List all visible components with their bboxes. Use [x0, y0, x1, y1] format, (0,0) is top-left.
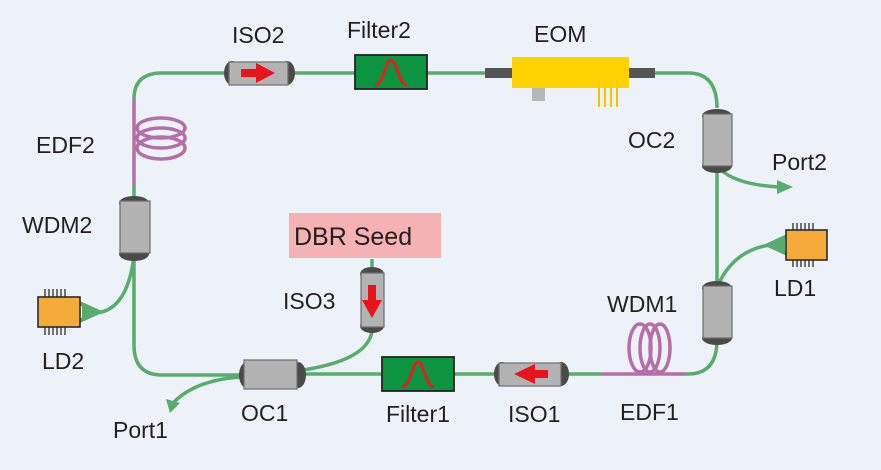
wdm1-multiplexer[interactable]: [702, 281, 733, 345]
ld1-label: LD1: [774, 275, 816, 301]
wdm1-label: WDM1: [607, 291, 677, 317]
eom-modulator[interactable]: [485, 57, 655, 107]
eom-label: EOM: [534, 21, 586, 47]
filter2-label: Filter2: [347, 17, 411, 43]
edf2-label: EDF2: [36, 132, 95, 158]
port2-label[interactable]: Port2: [772, 149, 827, 175]
fiber-iso3-oc1: [302, 330, 374, 372]
ld2-arrow-icon: [80, 301, 104, 323]
arrow-right-icon: [241, 63, 275, 83]
port1-label[interactable]: Port1: [113, 417, 168, 443]
fiber-ld2-branch: [95, 255, 136, 314]
wdm2-multiplexer[interactable]: [119, 196, 151, 261]
edf1-coil[interactable]: [602, 322, 685, 376]
edf1-label: EDF1: [620, 399, 679, 425]
fiber-eom-oc2: [655, 71, 719, 109]
iso2-isolator[interactable]: [224, 61, 295, 86]
fiber-wdm1-edf1: [685, 339, 719, 376]
iso2-label: ISO2: [232, 22, 284, 48]
arrow-left-icon: [514, 364, 548, 384]
wdm2-label: WDM2: [22, 212, 92, 238]
dbr-seed-source[interactable]: DBR Seed: [289, 213, 441, 258]
oc1-label: OC1: [241, 400, 288, 426]
arrow-down-icon: [362, 285, 382, 318]
ld1-arrow-icon: [763, 234, 787, 256]
fiber-port1-branch: [171, 375, 242, 405]
iso1-label: ISO1: [508, 401, 560, 427]
oc1-coupler[interactable]: [239, 359, 306, 390]
bandpass-icon: [374, 58, 408, 87]
port1-arrow-icon: [166, 399, 180, 413]
oc2-coupler[interactable]: [702, 109, 733, 173]
iso3-isolator[interactable]: [360, 267, 385, 333]
oc2-label: OC2: [628, 127, 675, 153]
filter1[interactable]: [381, 356, 455, 392]
fiber-port2-branch: [719, 168, 781, 189]
ld2-label: LD2: [42, 348, 84, 374]
ld1-laser-diode[interactable]: [763, 223, 828, 267]
filter2[interactable]: [354, 54, 428, 90]
fiber-edf2-iso2: [132, 71, 226, 100]
bandpass-icon: [401, 360, 435, 389]
ld2-laser-diode[interactable]: [37, 289, 104, 335]
fiber-oc1-wdm2: [132, 256, 241, 377]
dbr-seed-label: DBR Seed: [294, 223, 412, 251]
fiber-ld1-branch: [717, 243, 771, 284]
iso3-label: ISO3: [283, 288, 335, 314]
port2-arrow-icon: [777, 180, 793, 194]
iso1-isolator[interactable]: [494, 362, 569, 387]
edf2-coil[interactable]: [132, 99, 187, 185]
filter1-label: Filter1: [386, 401, 450, 427]
